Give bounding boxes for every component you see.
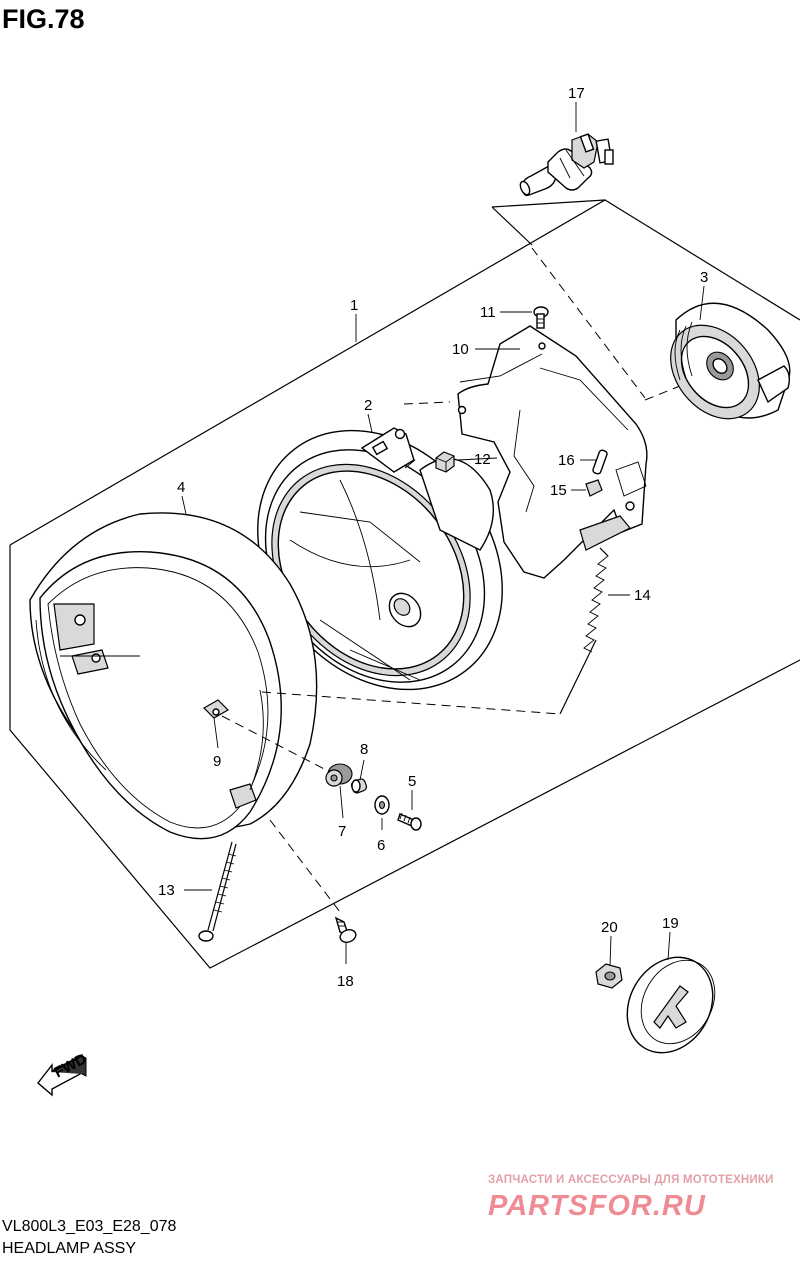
clip-nut-9[interactable] bbox=[203, 699, 229, 719]
headlamp-unit[interactable] bbox=[207, 382, 553, 738]
callout-18: 18 bbox=[337, 973, 354, 990]
callout-5: 5 bbox=[408, 773, 416, 790]
headlamp-rear-cover[interactable] bbox=[652, 302, 791, 436]
callout-1: 1 bbox=[350, 297, 358, 314]
callout-11: 11 bbox=[480, 304, 496, 321]
screw-18[interactable] bbox=[334, 916, 358, 944]
callout-8: 8 bbox=[360, 741, 368, 758]
callout-15: 15 bbox=[550, 482, 567, 499]
grommet-7[interactable] bbox=[325, 763, 353, 787]
callout-9: 9 bbox=[213, 753, 221, 770]
headlamp-bracket[interactable] bbox=[457, 325, 648, 579]
clip-15[interactable] bbox=[585, 479, 603, 497]
bulb-subbox bbox=[491, 199, 691, 401]
watermark-logo: PARTSFOR.RU bbox=[488, 1190, 706, 1222]
callout-leaders bbox=[181, 102, 705, 967]
callout-4: 4 bbox=[177, 479, 185, 496]
figure-title: FIG.78 bbox=[2, 4, 85, 34]
model-code: VL800L3_E03_E28_078 bbox=[2, 1218, 177, 1235]
callout-12: 12 bbox=[474, 451, 491, 468]
headlamp-housing[interactable] bbox=[29, 512, 318, 840]
pin-16[interactable] bbox=[592, 449, 608, 475]
callout-13: 13 bbox=[158, 882, 175, 899]
screw-5[interactable] bbox=[397, 812, 422, 831]
assembly-lines bbox=[221, 401, 597, 913]
bolt-11[interactable] bbox=[533, 306, 549, 329]
assembly-name: HEADLAMP ASSY bbox=[2, 1240, 136, 1257]
nut-20[interactable] bbox=[595, 963, 623, 989]
watermark-tagline: ЗАПЧАСТИ И АКСЕССУАРЫ ДЛЯ МОТОТЕХНИКИ bbox=[488, 1174, 774, 1186]
fwd-arrow-icon: FWD bbox=[37, 1050, 90, 1097]
collar-8[interactable] bbox=[350, 778, 368, 794]
callout-14: 14 bbox=[634, 587, 651, 604]
bulb[interactable] bbox=[518, 133, 614, 197]
callout-20: 20 bbox=[601, 919, 618, 936]
callout-16: 16 bbox=[558, 452, 575, 469]
washer-6[interactable] bbox=[374, 795, 390, 815]
long-bolt-13[interactable] bbox=[198, 841, 237, 942]
spring-14[interactable] bbox=[583, 547, 609, 653]
callout-19: 19 bbox=[662, 915, 679, 932]
callout-7: 7 bbox=[338, 823, 346, 840]
callout-6: 6 bbox=[377, 837, 385, 854]
emblem-19[interactable] bbox=[610, 942, 729, 1069]
callout-numbers: 1 2 3 4 5 6 7 8 9 10 11 12 13 14 15 16 1… bbox=[158, 85, 708, 990]
callout-17: 17 bbox=[568, 85, 585, 102]
nut-12[interactable] bbox=[435, 451, 455, 473]
callout-3: 3 bbox=[700, 269, 708, 286]
callout-10: 10 bbox=[452, 341, 469, 358]
callout-2: 2 bbox=[364, 397, 372, 414]
